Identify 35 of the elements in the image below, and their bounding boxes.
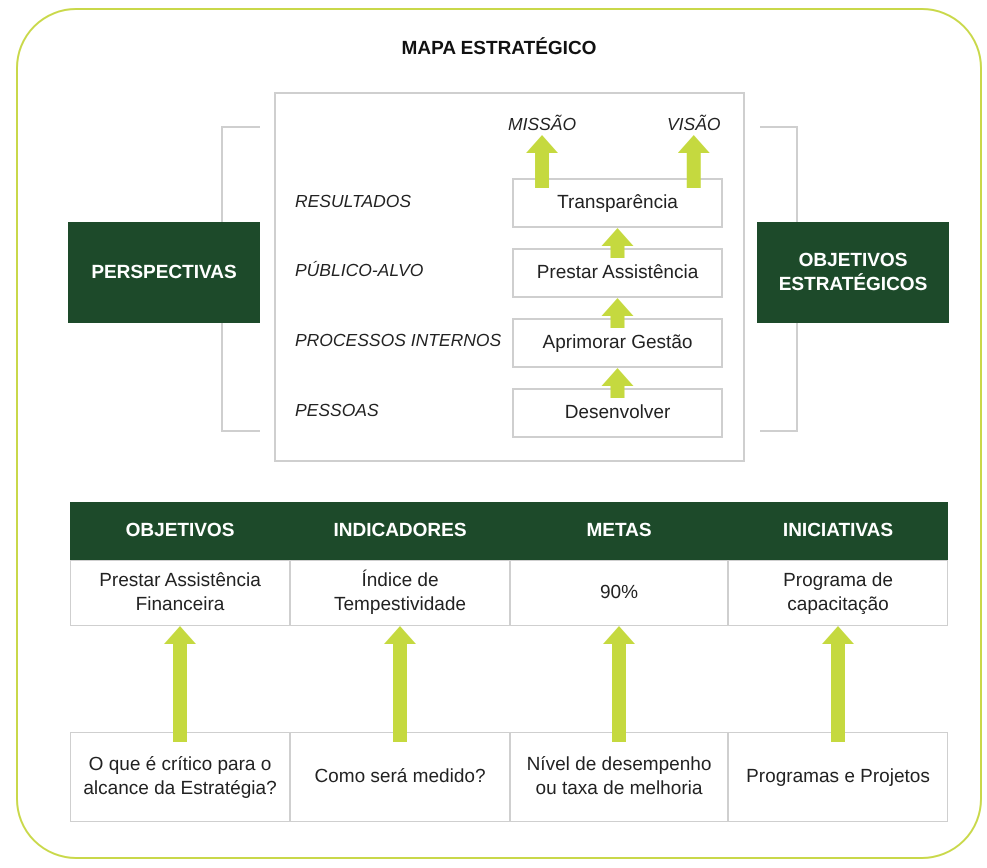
objective-box: Desenvolver — [512, 388, 723, 438]
arrow — [602, 228, 634, 258]
table-cell: Programa de capacitação — [728, 560, 948, 626]
arrow — [603, 626, 635, 742]
description-cell: Como será medido? — [290, 732, 510, 822]
arrow — [602, 298, 634, 328]
arrow — [678, 135, 710, 188]
header-cell: METAS — [510, 502, 728, 560]
objective-box: Aprimorar Gestão — [512, 318, 723, 368]
mission-label: MISSÃO — [508, 114, 576, 135]
perspective-label: PROCESSOS INTERNOS — [295, 330, 502, 351]
header-cell: INDICADORES — [290, 502, 510, 560]
perspective-label: RESULTADOS — [295, 191, 412, 212]
arrow — [384, 626, 416, 742]
description-cell: Programas e Projetos — [728, 732, 948, 822]
map-frame — [274, 92, 745, 462]
arrow — [164, 626, 196, 742]
perspective-box: PERSPECTIVAS — [68, 222, 260, 323]
perspective-label: PÚBLICO-ALVO — [295, 260, 424, 281]
objective-box: Prestar Assistência — [512, 248, 723, 298]
perspective-label: PESSOAS — [295, 400, 379, 421]
header-cell: OBJETIVOS — [70, 502, 290, 560]
vision-label: VISÃO — [667, 114, 720, 135]
header-cell: INICIATIVAS — [728, 502, 948, 560]
table-cell: 90% — [510, 560, 728, 626]
table-cell: Índice de Tempestividade — [290, 560, 510, 626]
arrow — [602, 368, 634, 398]
description-cell: Nível de desempenho ou taxa de melhoria — [510, 732, 728, 822]
title: MAPA ESTRATÉGICO — [400, 38, 598, 60]
objective-box: Transparência — [512, 178, 723, 228]
description-cell: O que é crítico para o alcance da Estratégia? — [70, 732, 290, 822]
table-cell: Prestar Assistência Financeira — [70, 560, 290, 626]
objectives-box: OBJETIVOS ESTRATÉGICOS — [757, 222, 949, 323]
arrow — [822, 626, 854, 742]
arrow — [526, 135, 558, 188]
